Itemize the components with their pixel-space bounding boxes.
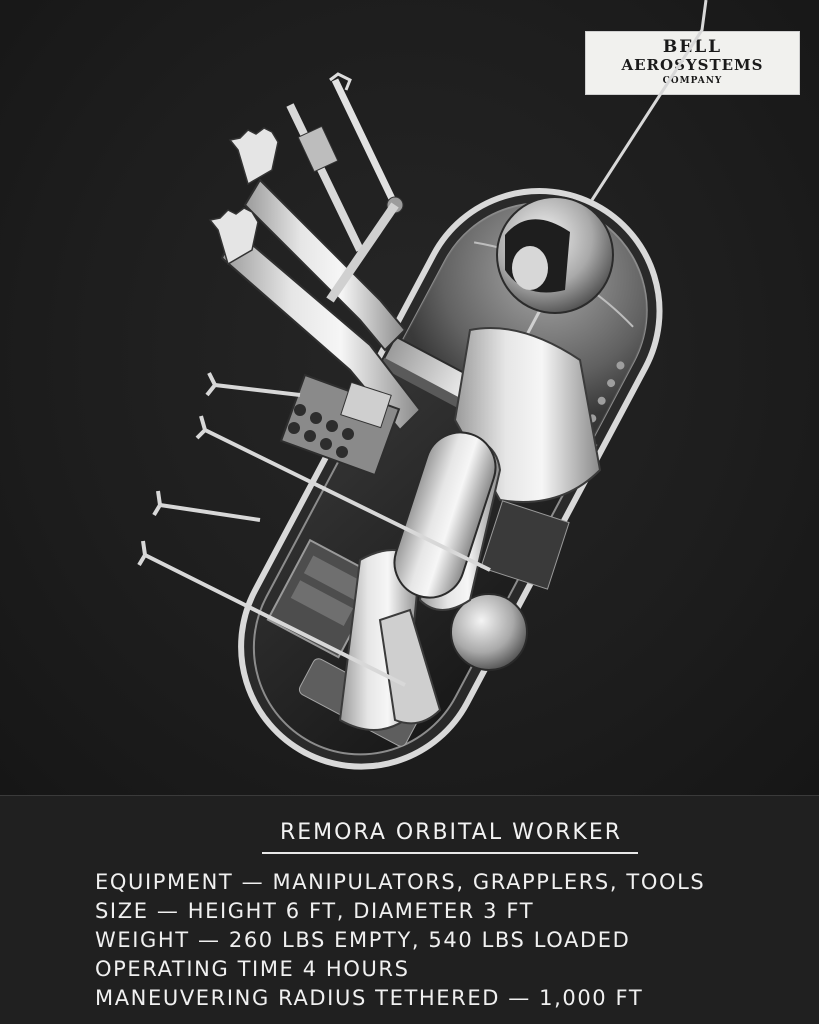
- tether-line: [590, 0, 708, 201]
- spec-equipment: EQUIPMENT — MANIPULATORS, GRAPPLERS, TOO…: [95, 870, 706, 894]
- spec-maneuvering-radius: MANEUVERING RADIUS TETHERED — 1,000 FT: [95, 986, 644, 1010]
- spec-size: SIZE — HEIGHT 6 FT, DIAMETER 3 FT: [95, 899, 535, 923]
- manipulator-arms: [208, 72, 422, 432]
- propellant-tank: [393, 431, 497, 599]
- bell-aerosystems-logo: BELL AEROSYSTEMS COMPANY: [585, 31, 800, 95]
- title-underline: [262, 852, 638, 854]
- logo-line-3: COMPANY: [662, 76, 723, 86]
- spec-weight: WEIGHT — 260 LBS EMPTY, 540 LBS LOADED: [95, 928, 631, 952]
- remora-capsule-illustration: [137, 0, 708, 770]
- title: REMORA ORBITAL WORKER: [279, 820, 623, 845]
- caption-panel: [0, 795, 819, 1024]
- pressure-sphere: [450, 593, 528, 671]
- logo-line-2: AEROSYSTEMS: [621, 56, 764, 74]
- spec-operating-time: OPERATING TIME 4 HOURS: [95, 957, 410, 981]
- grappler-rods: [137, 372, 491, 687]
- control-panel: [279, 373, 401, 477]
